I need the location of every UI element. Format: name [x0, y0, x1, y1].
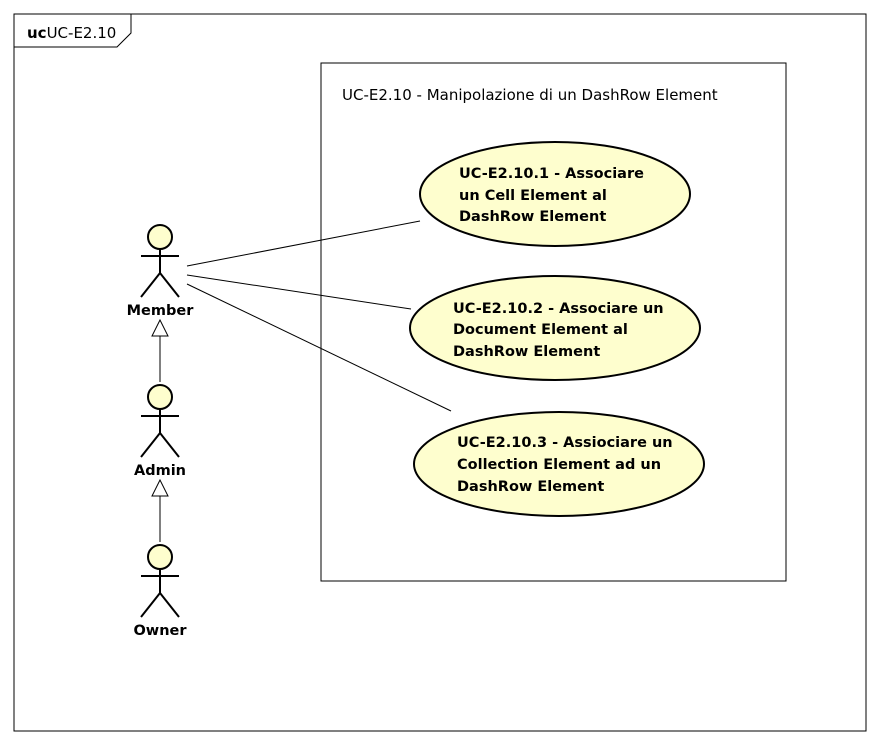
actor-label-admin: Admin	[134, 463, 186, 479]
uc3-text: UC-E2.10.3 - Assiociare un Collection El…	[457, 435, 678, 495]
uc1-line-2: un Cell Element al	[459, 188, 607, 204]
actor-label-member: Member	[127, 303, 195, 319]
uc3-line-1: UC-E2.10.3 - Assiociare un	[457, 435, 673, 451]
use-case-uc2[interactable]: UC-E2.10.2 - Associare un Document Eleme…	[409, 275, 701, 381]
frame-label: ucUC-E2.10	[27, 24, 116, 42]
association-member-uc1	[186, 220, 421, 267]
uc2-line-2: Document Element al	[453, 322, 628, 338]
uc1-line-3: DashRow Element	[459, 209, 606, 225]
diagram-frame	[13, 13, 867, 732]
actor-member[interactable]: Member	[127, 224, 195, 319]
association-member-uc3	[186, 283, 452, 412]
frame-label-box	[14, 14, 132, 48]
system-boundary	[320, 62, 787, 582]
system-title: UC-E2.10 - Manipolazione di un DashRow E…	[342, 86, 718, 104]
use-case-uc1[interactable]: UC-E2.10.1 - Associare un Cell Element a…	[419, 141, 691, 247]
uc3-line-2: Collection Element ad un	[457, 457, 661, 473]
association-member-uc2	[186, 274, 412, 310]
uc2-line-3: DashRow Element	[453, 344, 600, 360]
use-case-uc3[interactable]: UC-E2.10.3 - Assiociare un Collection El…	[413, 411, 705, 517]
uc1-line-1: UC-E2.10.1 - Associare	[459, 166, 644, 182]
generalization-owner-admin	[151, 478, 169, 542]
uc2-text: UC-E2.10.2 - Associare un Document Eleme…	[453, 301, 669, 360]
uc2-line-1: UC-E2.10.2 - Associare un	[453, 301, 664, 317]
uc1-text: UC-E2.10.1 - Associare un Cell Element a…	[459, 166, 649, 225]
generalization-admin-member	[151, 318, 169, 382]
actor-owner[interactable]: Owner	[133, 544, 187, 639]
actor-label-owner: Owner	[133, 623, 187, 639]
uc3-line-3: DashRow Element	[457, 479, 604, 495]
actor-admin[interactable]: Admin	[134, 384, 186, 479]
